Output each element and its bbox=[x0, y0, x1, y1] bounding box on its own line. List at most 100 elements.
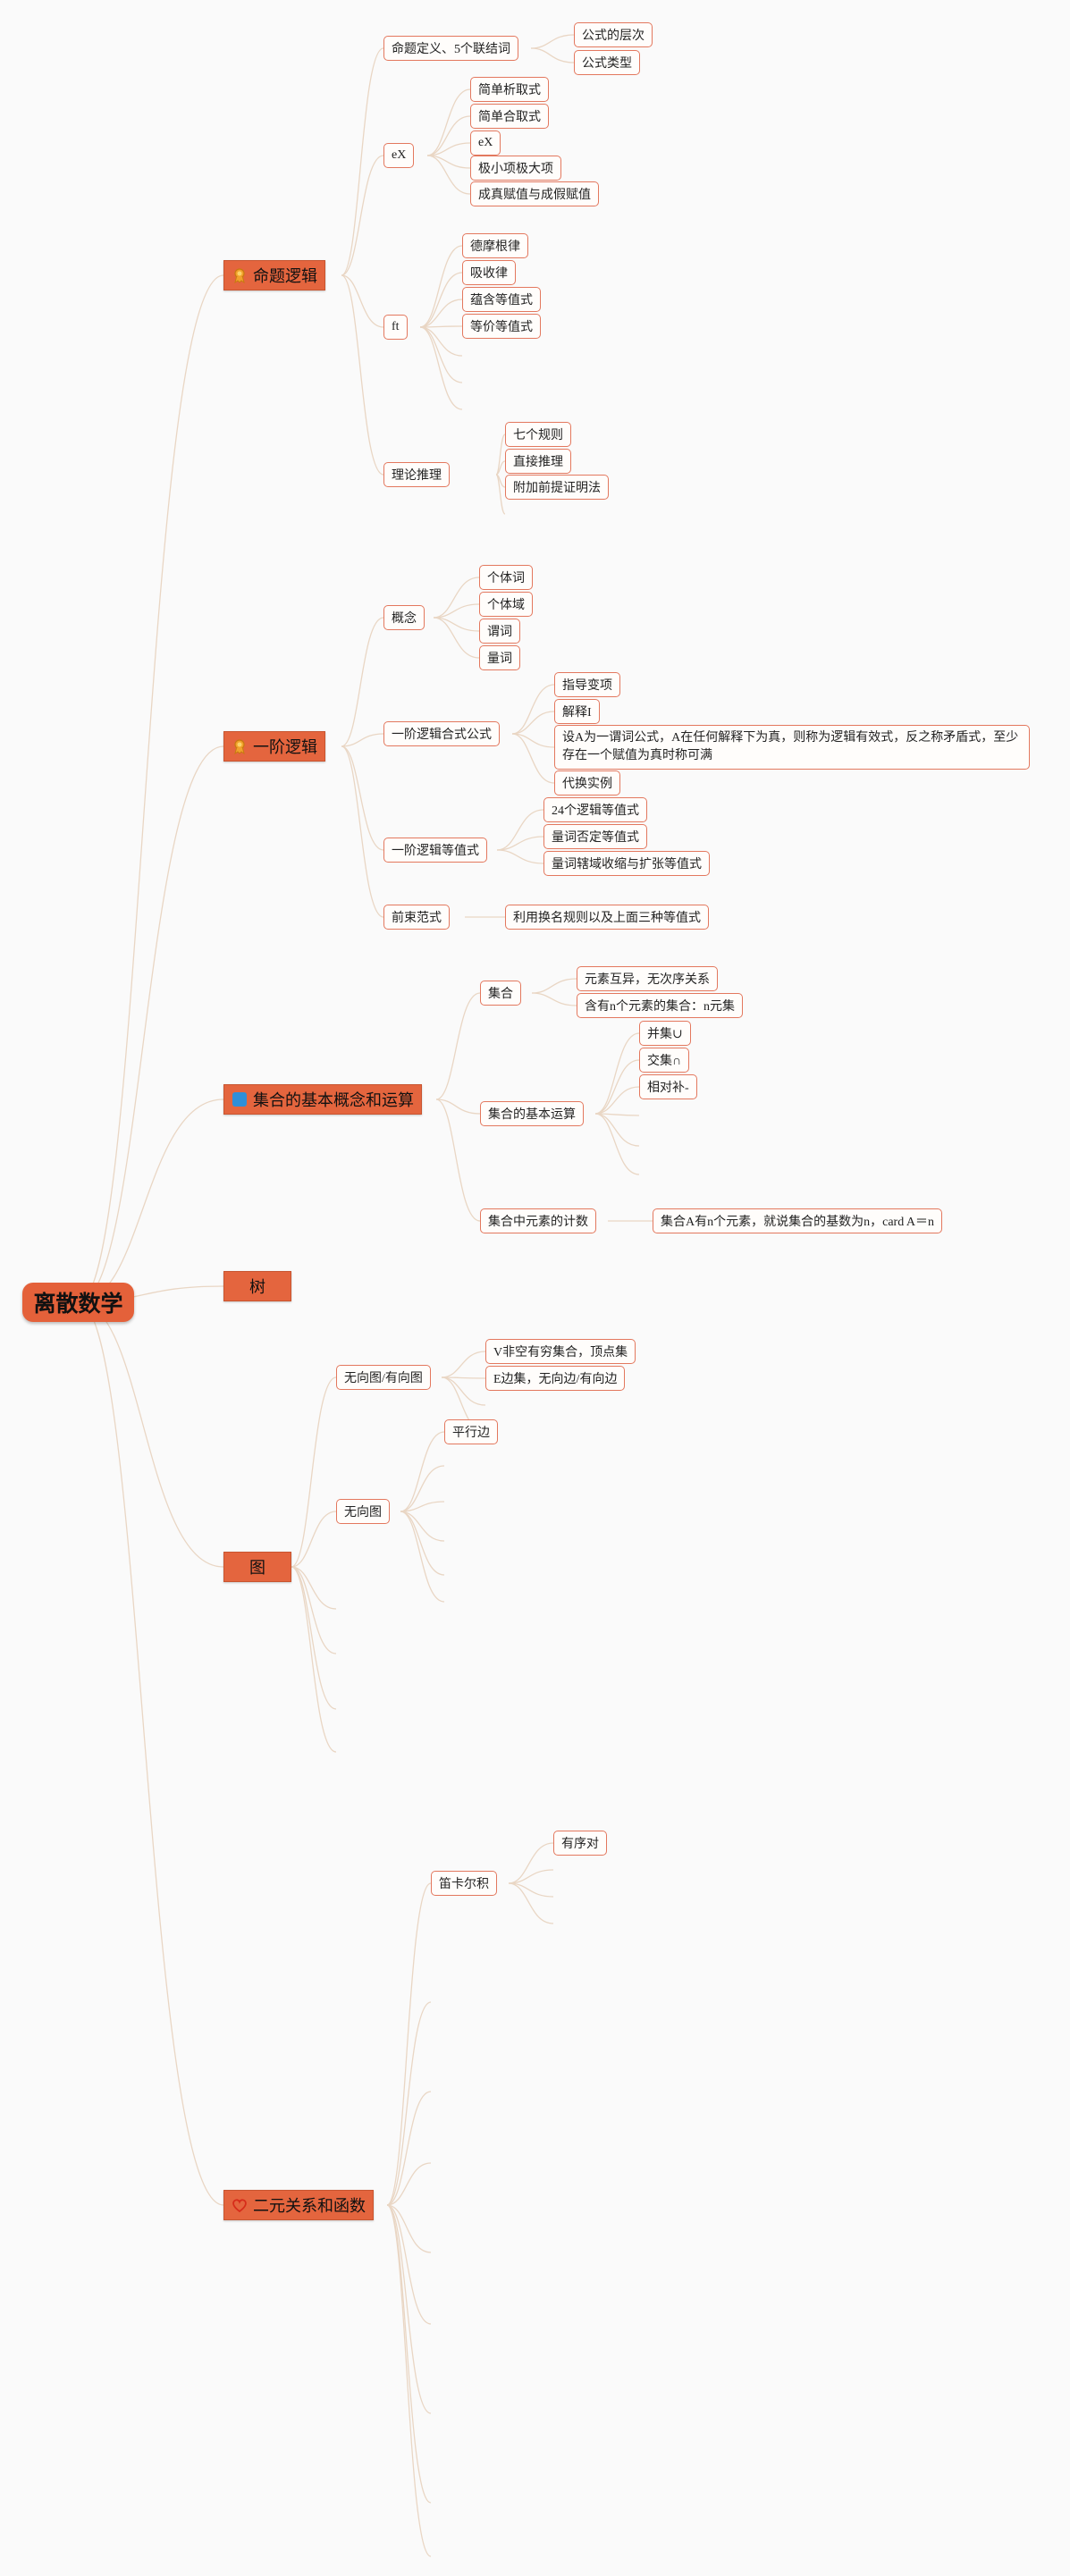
connector-line bbox=[495, 460, 506, 476]
leaf-node[interactable]: 24个逻辑等值式 bbox=[543, 797, 647, 822]
award-ribbon-icon bbox=[234, 739, 245, 754]
blue-square-icon bbox=[232, 1092, 247, 1107]
node-prop-definition[interactable]: 命题定义、5个联结词 bbox=[383, 36, 518, 61]
connector-line bbox=[400, 1511, 445, 1576]
connector-line bbox=[386, 2204, 432, 2253]
node-set-count[interactable]: 集合中元素的计数 bbox=[480, 1208, 596, 1233]
leaf-node[interactable]: 等价等值式 bbox=[462, 314, 541, 339]
connector-line bbox=[531, 992, 577, 1006]
leaf-node[interactable]: 交集∩ bbox=[639, 1048, 690, 1073]
connector-line bbox=[419, 299, 463, 328]
leaf-node[interactable]: 吸收律 bbox=[462, 260, 516, 285]
connector-line bbox=[426, 155, 471, 195]
connector-line bbox=[291, 1566, 337, 1654]
leaf-node[interactable]: 公式的层次 bbox=[574, 22, 653, 47]
connector-line bbox=[495, 434, 506, 476]
node-prop-inference[interactable]: 理论推理 bbox=[383, 462, 450, 487]
connector-line bbox=[400, 1465, 445, 1512]
leaf-node[interactable]: 并集∪ bbox=[639, 1021, 691, 1046]
leaf-node[interactable]: 有序对 bbox=[553, 1831, 607, 1856]
leaf-node[interactable]: 量词否定等值式 bbox=[543, 824, 647, 849]
connector-line bbox=[291, 1566, 337, 1710]
node-prop-ex[interactable]: eX bbox=[383, 143, 415, 168]
heart-icon bbox=[232, 2199, 247, 2213]
node-set-operations[interactable]: 集合的基本运算 bbox=[480, 1101, 584, 1126]
node-first-equivalence[interactable]: 一阶逻辑等值式 bbox=[383, 838, 487, 863]
branch-label: 集合的基本概念和运算 bbox=[253, 1091, 414, 1109]
leaf-node[interactable]: 个体域 bbox=[479, 592, 533, 617]
connector-line bbox=[291, 1566, 337, 1610]
connector-line bbox=[386, 2204, 432, 2414]
node-first-prenex[interactable]: 前束范式 bbox=[383, 905, 450, 930]
node-graph-directed[interactable]: 无向图/有向图 bbox=[336, 1365, 431, 1390]
connector-line bbox=[433, 603, 480, 619]
connector-line bbox=[78, 1301, 224, 2206]
connector-line bbox=[341, 274, 384, 328]
node-prop-ft[interactable]: ft bbox=[383, 315, 408, 340]
leaf-node[interactable]: 直接推理 bbox=[505, 449, 571, 474]
connector-line bbox=[426, 88, 471, 156]
branch-sets[interactable]: 集合的基本概念和运算 bbox=[223, 1084, 422, 1115]
connector-line bbox=[594, 1113, 640, 1175]
connector-line bbox=[341, 47, 384, 276]
leaf-node[interactable]: 量词辖域收缩与扩张等值式 bbox=[543, 851, 710, 876]
connector-line bbox=[508, 1869, 554, 1884]
leaf-node[interactable]: 集合A有n个元素，就说集合的基数为n，card A＝n bbox=[653, 1208, 943, 1233]
connector-line bbox=[594, 1032, 640, 1115]
leaf-node[interactable]: 蕴含等值式 bbox=[462, 287, 541, 312]
leaf-node[interactable]: 七个规则 bbox=[505, 422, 571, 447]
leaf-node[interactable]: V非空有穷集合，顶点集 bbox=[485, 1339, 636, 1364]
leaf-node[interactable]: 成真赋值与成假赋值 bbox=[470, 181, 599, 206]
leaf-node[interactable]: 相对补- bbox=[639, 1074, 697, 1099]
connector-line bbox=[511, 711, 555, 735]
leaf-node[interactable]: 平行边 bbox=[444, 1419, 498, 1444]
leaf-node[interactable]: eX bbox=[470, 130, 501, 156]
leaf-node[interactable]: E边集，无向边/有向边 bbox=[485, 1366, 626, 1391]
connector-line bbox=[291, 1511, 337, 1568]
leaf-node[interactable]: 附加前提证明法 bbox=[505, 475, 609, 500]
branch-relations-functions[interactable]: 二元关系和函数 bbox=[223, 2190, 374, 2220]
leaf-node[interactable]: 利用换名规则以及上面三种等值式 bbox=[505, 905, 709, 930]
leaf-node[interactable]: 指导变项 bbox=[554, 672, 620, 697]
node-graph-undirected[interactable]: 无向图 bbox=[336, 1499, 390, 1524]
connector-line bbox=[435, 1099, 481, 1222]
branch-label: 树 bbox=[249, 1278, 265, 1296]
node-cartesian-product[interactable]: 笛卡尔积 bbox=[431, 1871, 497, 1896]
connector-line bbox=[78, 274, 224, 1303]
leaf-node[interactable]: 简单合取式 bbox=[470, 104, 549, 129]
connector-line bbox=[386, 2204, 432, 2557]
connector-line bbox=[530, 34, 575, 49]
connector-line bbox=[511, 684, 555, 735]
connector-line bbox=[341, 155, 384, 276]
node-first-concept[interactable]: 概念 bbox=[383, 605, 425, 630]
leaf-node[interactable]: 量词 bbox=[479, 645, 520, 670]
branch-tree[interactable]: 树 bbox=[223, 1271, 291, 1301]
connector-line bbox=[496, 849, 544, 864]
branch-first-order-logic[interactable]: 一阶逻辑 bbox=[223, 731, 325, 762]
leaf-node[interactable]: 公式类型 bbox=[574, 50, 640, 75]
leaf-node[interactable]: 个体词 bbox=[479, 565, 533, 590]
leaf-node[interactable]: 极小项极大项 bbox=[470, 156, 561, 181]
leaf-node[interactable]: 元素互异，无次序关系 bbox=[577, 966, 718, 991]
connector-line bbox=[441, 1376, 486, 1406]
leaf-node[interactable]: 解释I bbox=[554, 699, 600, 724]
leaf-node[interactable]: 设A为一谓词公式，A在任何解释下为真，则称为逻辑有效式，反之称矛盾式，至少存在一… bbox=[554, 725, 1030, 770]
connector-line bbox=[341, 733, 384, 747]
leaf-node[interactable]: 含有n个元素的集合：n元集 bbox=[577, 993, 743, 1018]
leaf-node[interactable]: 代换实例 bbox=[554, 770, 620, 796]
connector-line bbox=[341, 274, 384, 476]
node-set[interactable]: 集合 bbox=[480, 981, 521, 1006]
connector-line bbox=[400, 1431, 445, 1512]
leaf-node[interactable]: 简单析取式 bbox=[470, 77, 549, 102]
leaf-node[interactable]: 谓词 bbox=[479, 619, 520, 644]
branch-graph[interactable]: 图 bbox=[223, 1552, 291, 1582]
connector-line bbox=[341, 745, 384, 918]
connector-line bbox=[291, 1376, 337, 1568]
node-first-formula[interactable]: 一阶逻辑合式公式 bbox=[383, 721, 500, 746]
leaf-node[interactable]: 德摩根律 bbox=[462, 233, 528, 258]
root-node[interactable]: 离散数学 bbox=[22, 1283, 134, 1322]
connector-line bbox=[78, 1099, 224, 1303]
connector-line bbox=[341, 617, 384, 747]
branch-propositional-logic[interactable]: 命题逻辑 bbox=[223, 260, 325, 290]
